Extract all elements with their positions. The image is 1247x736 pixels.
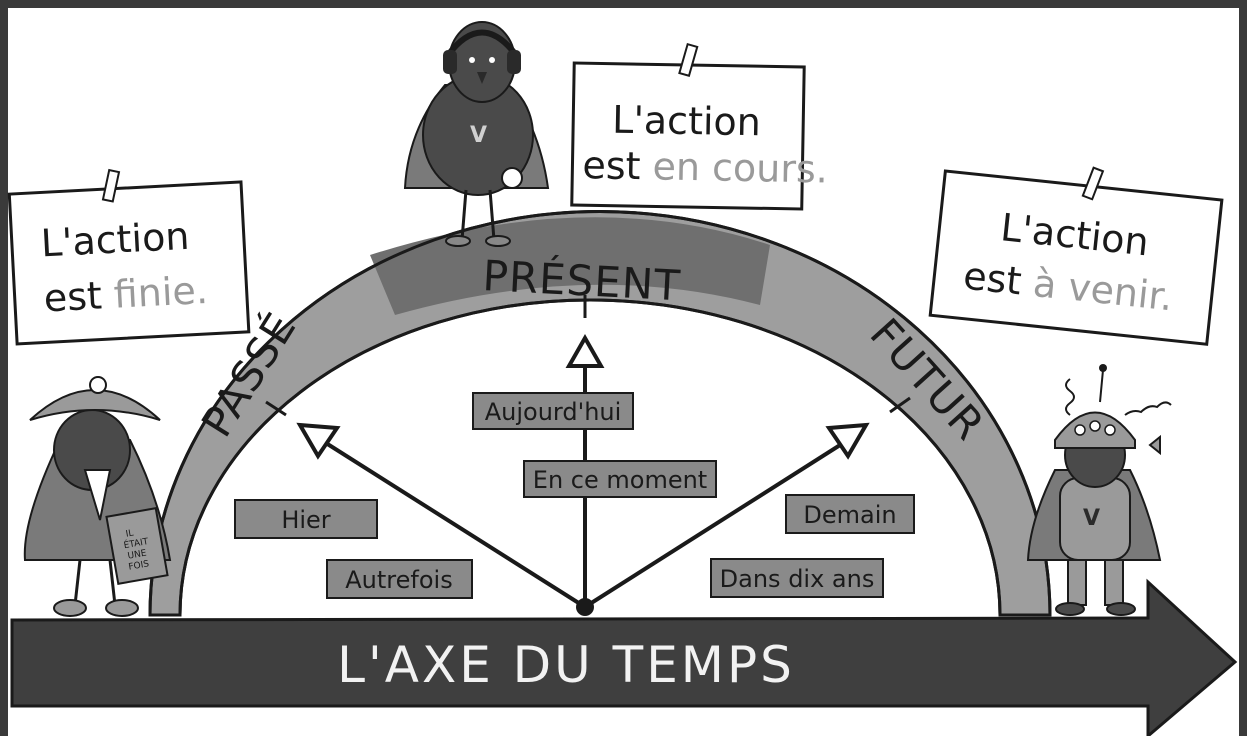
- tag-label: Autrefois: [345, 566, 452, 594]
- antenna: [1099, 369, 1104, 403]
- note-card: [7, 180, 251, 346]
- eye: [469, 57, 475, 63]
- foot: [1055, 602, 1085, 616]
- helmet-light: [1074, 424, 1086, 436]
- arc-outer-edge: [148, 210, 1052, 616]
- shirt-letter: V: [470, 123, 487, 148]
- headphones-ear-left: [443, 50, 457, 74]
- headphones-ear-right: [507, 50, 521, 74]
- book-line: IL: [125, 529, 134, 540]
- future-tags: Demain Dans dix ans: [710, 494, 915, 598]
- past-tags: Hier Autrefois: [234, 499, 473, 599]
- jabot: [83, 469, 112, 521]
- foot: [445, 235, 471, 247]
- note-card: [928, 169, 1224, 346]
- note-highlight: en cours.: [652, 144, 828, 191]
- arc-label-present: PRÉSENT: [481, 250, 682, 310]
- foot: [1106, 602, 1136, 616]
- tag-box: [785, 494, 915, 534]
- arc-inner-edge: [178, 298, 1002, 616]
- tag-box: [710, 558, 884, 598]
- robot-leg: [1104, 559, 1124, 606]
- book-line: FOIS: [128, 559, 150, 572]
- robot-leg: [1067, 559, 1087, 606]
- bicorne-hat: [29, 389, 161, 421]
- beak: [477, 72, 487, 84]
- tag-box: [234, 499, 378, 539]
- boot: [105, 599, 139, 617]
- boot: [53, 599, 87, 617]
- note-past: L'action est finie.: [7, 168, 251, 346]
- book-line: UNE: [127, 548, 148, 561]
- foot: [485, 235, 511, 247]
- leg: [108, 559, 117, 606]
- frame-top-bar: [0, 0, 1247, 8]
- tag-label: Aujourd'hui: [485, 398, 622, 426]
- antenna-tip: [1099, 364, 1107, 372]
- headphones-band: [445, 29, 519, 57]
- shirt-letter: V: [1083, 506, 1100, 531]
- arrow-line-past: [316, 436, 587, 609]
- antenna-spring: [1124, 401, 1172, 416]
- frame-left-bar: [0, 0, 8, 736]
- note-future: L'action est à venir.: [928, 166, 1224, 346]
- claw: [1148, 434, 1161, 456]
- note-highlight: finie.: [113, 268, 209, 317]
- arrow-head-past: [296, 422, 341, 460]
- tag-label: Demain: [803, 501, 896, 529]
- present-tags: Aujourd'hui En ce moment: [472, 392, 717, 498]
- arrow-head-future: [825, 422, 870, 460]
- past-character: IL ÉTAIT UNE FOIS: [23, 376, 172, 617]
- leg: [488, 189, 496, 241]
- leg: [460, 189, 468, 241]
- tape: [1081, 166, 1105, 201]
- book-text: IL ÉTAIT UNE FOIS: [121, 526, 156, 573]
- tag-box: [523, 460, 717, 498]
- eye: [489, 57, 495, 63]
- apple: [501, 167, 523, 189]
- future-character: V: [1026, 364, 1172, 616]
- axis-arrow-shape: [10, 578, 1238, 736]
- note-line1: L'action: [40, 214, 191, 266]
- note-prefix: est: [961, 254, 1035, 305]
- tape: [101, 168, 121, 203]
- present-character: V: [403, 21, 550, 247]
- arrow-origin-dot: [576, 598, 594, 616]
- tag-box: [472, 392, 634, 430]
- tag-box: [326, 559, 473, 599]
- tag-label: Hier: [281, 506, 330, 534]
- direction-arrows: [296, 333, 870, 616]
- frame-right-bar: [1239, 0, 1247, 736]
- note-line2: est en cours.: [582, 143, 828, 191]
- time-axis-arrow: L'AXE DU TEMPS: [10, 578, 1238, 736]
- arrow-line-future: [583, 438, 850, 609]
- hat-cockade: [89, 376, 107, 394]
- note-line1: L'action: [612, 98, 761, 145]
- tag-label: Dans dix ans: [720, 565, 875, 593]
- axis-label: L'AXE DU TEMPS: [337, 636, 795, 694]
- tag-label: En ce moment: [533, 466, 707, 494]
- note-present: L'action est en cours.: [570, 42, 828, 211]
- antenna-spring: [1065, 378, 1075, 416]
- book: [105, 507, 169, 585]
- tape: [678, 42, 699, 78]
- helmet-light: [1089, 420, 1101, 432]
- tick-future: [889, 396, 911, 414]
- leg: [73, 559, 82, 606]
- arrow-head-present: [565, 333, 605, 368]
- helmet-light: [1104, 424, 1116, 436]
- note-line2: est finie.: [43, 268, 209, 321]
- tick-past: [265, 400, 287, 417]
- note-prefix: est: [43, 273, 115, 321]
- note-prefix: est: [582, 143, 653, 188]
